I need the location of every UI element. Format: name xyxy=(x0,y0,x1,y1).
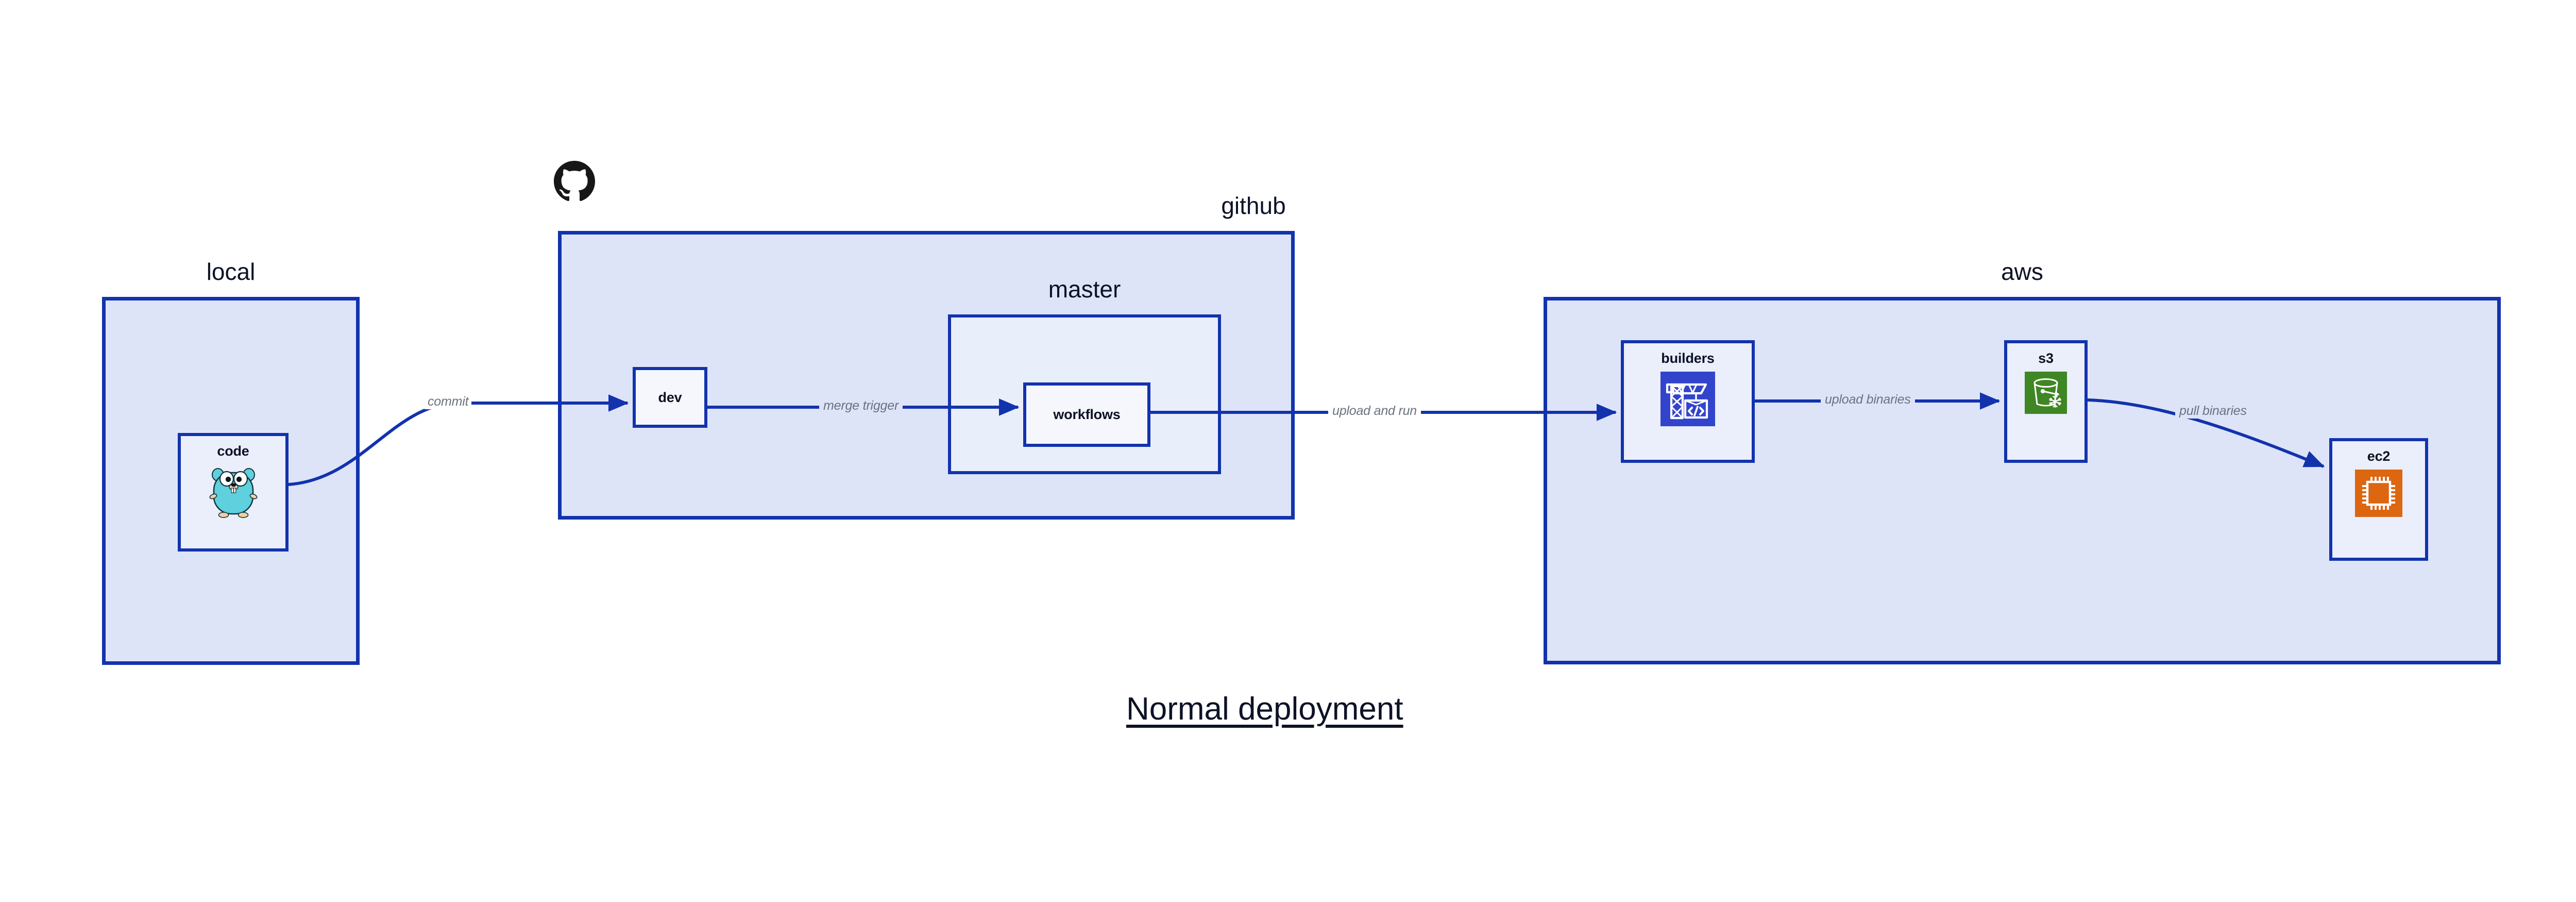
node-label-workflows: workflows xyxy=(1053,407,1121,422)
zone-label-aws: aws xyxy=(2001,258,2043,285)
zone-label-master: master xyxy=(1048,276,1121,303)
edge-label-merge-trigger: merge trigger xyxy=(819,398,903,413)
aws-builder-icon xyxy=(1660,372,1715,429)
node-label-dev: dev xyxy=(658,389,682,405)
node-label-builders: builders xyxy=(1661,350,1715,366)
node-label-code: code xyxy=(217,443,249,459)
node-label-ec2: ec2 xyxy=(2367,448,2391,464)
node-ec2[interactable]: ec2 xyxy=(2329,438,2428,561)
edge-label-pull-binaries: pull binaries xyxy=(2175,404,2251,419)
aws-ec2-icon xyxy=(2355,470,2402,520)
zone-label-github: github xyxy=(1221,192,1286,219)
go-gopher-icon xyxy=(209,464,258,521)
zone-label-local: local xyxy=(206,258,256,285)
edge-label-commit: commit xyxy=(425,394,472,409)
node-workflows[interactable]: workflows xyxy=(1023,382,1150,447)
github-octocat-icon xyxy=(554,161,595,205)
node-s3[interactable]: s3 xyxy=(2004,340,2088,463)
node-dev[interactable]: dev xyxy=(633,367,707,428)
zone-master xyxy=(948,314,1221,474)
node-code[interactable]: code xyxy=(178,433,289,552)
edge-label-upload-and-run: upload and run xyxy=(1328,404,1421,419)
aws-s3-icon xyxy=(2025,372,2067,416)
diagram-title: Normal deployment xyxy=(1126,691,1403,727)
node-builders[interactable]: builders xyxy=(1621,340,1755,463)
node-label-s3: s3 xyxy=(2038,350,2054,366)
edge-label-upload-binaries: upload binaries xyxy=(1821,392,1915,407)
